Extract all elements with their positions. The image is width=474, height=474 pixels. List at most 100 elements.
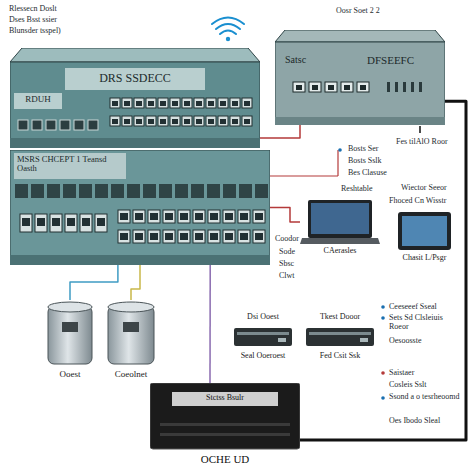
note-label: Wiector Seeor	[400, 183, 448, 192]
port	[148, 230, 160, 243]
port	[134, 98, 144, 108]
cylinder-top	[48, 302, 92, 312]
port-hole	[148, 101, 154, 106]
status-led	[395, 82, 398, 92]
leader-line	[337, 150, 338, 176]
note-label: Bosts Ser	[347, 144, 379, 153]
note-label: Reshtable	[340, 184, 374, 193]
port	[293, 82, 305, 92]
vent	[255, 184, 268, 198]
wifi-dot	[226, 37, 230, 41]
port	[50, 214, 62, 232]
leader-line	[270, 175, 338, 176]
port-hole	[184, 101, 190, 106]
vent	[159, 184, 172, 198]
port-hole	[344, 85, 350, 90]
cylinder-port	[123, 322, 139, 332]
port	[242, 116, 252, 126]
port	[95, 214, 107, 232]
device-label: Ooest	[42, 370, 98, 380]
note-label: Bes Clasuse	[347, 168, 388, 177]
port-hole	[360, 85, 366, 90]
vent	[207, 184, 220, 198]
port	[208, 210, 220, 223]
laptop-screen	[311, 203, 369, 234]
port-hole	[165, 213, 173, 220]
vent	[31, 184, 44, 198]
port-hole	[255, 213, 263, 220]
bullet-dot	[381, 371, 385, 375]
tablet-body	[398, 212, 451, 250]
port	[325, 82, 337, 92]
vent	[111, 184, 124, 198]
port	[20, 214, 32, 232]
port	[178, 210, 190, 223]
port-hole	[120, 233, 128, 240]
port-hole	[225, 233, 233, 240]
port	[133, 210, 145, 223]
laptop-lid	[308, 200, 372, 238]
device-rim	[275, 117, 445, 125]
port	[146, 98, 156, 108]
port	[182, 98, 192, 108]
note-label: Oosr Soet 2 2	[335, 6, 381, 15]
modem-device: Ooest	[42, 300, 98, 385]
port-hole	[244, 119, 250, 124]
port	[110, 98, 120, 108]
port-hole	[195, 233, 203, 240]
port-hole	[112, 119, 118, 124]
port	[122, 116, 132, 126]
device-stripe	[309, 332, 371, 335]
device-label: Tkest Dooor	[300, 313, 380, 322]
port-hole	[82, 218, 90, 226]
device-rim	[10, 255, 270, 265]
port-hole	[312, 85, 318, 90]
port	[194, 116, 204, 126]
status-led	[360, 338, 368, 342]
note-label: Clwt	[278, 271, 296, 280]
device-label: DFSEEFC	[367, 54, 441, 66]
device-rim	[10, 138, 260, 148]
device-label: Coeolnet	[102, 370, 160, 380]
small-device: Tkest DooorFed Csit Ssk	[300, 312, 380, 370]
port-hole	[240, 213, 248, 220]
port	[223, 230, 235, 243]
port-hole	[210, 213, 218, 220]
port	[134, 116, 144, 126]
network-cable	[300, 101, 466, 440]
status-led	[411, 82, 414, 92]
port-hole	[135, 213, 143, 220]
port-hole	[150, 213, 158, 220]
port	[206, 116, 216, 126]
vent	[63, 184, 76, 198]
port	[253, 210, 265, 223]
port	[309, 82, 321, 92]
port-hole	[255, 233, 263, 240]
note-label: Ceeseeef Sseal	[388, 302, 438, 311]
status-led	[278, 338, 286, 342]
port-hole	[135, 233, 143, 240]
port	[218, 116, 228, 126]
network-cable	[209, 265, 211, 383]
port	[122, 98, 132, 108]
port	[163, 230, 175, 243]
port	[238, 230, 250, 243]
device-label: Fed Csit Ssk	[300, 352, 380, 361]
port	[110, 116, 120, 126]
bullet-dot	[381, 305, 385, 309]
note-label: Cosleis Sslt	[388, 380, 428, 389]
name-plate	[172, 392, 278, 406]
device-label: DRS SSDECC	[67, 72, 203, 85]
port-hole	[148, 119, 154, 124]
port	[230, 116, 240, 126]
device-front	[10, 62, 260, 148]
vent	[15, 184, 28, 198]
port	[182, 116, 192, 126]
cylinder-top	[108, 302, 154, 312]
port	[158, 116, 168, 126]
small-device: Dsi OoestSeal Ooeroest	[228, 312, 298, 370]
note-label: Oes Ibodo Sleal	[388, 416, 441, 425]
port	[148, 210, 160, 223]
port-hole	[22, 218, 30, 226]
server-box: Stctss BsulrOCHE UD	[150, 383, 300, 467]
